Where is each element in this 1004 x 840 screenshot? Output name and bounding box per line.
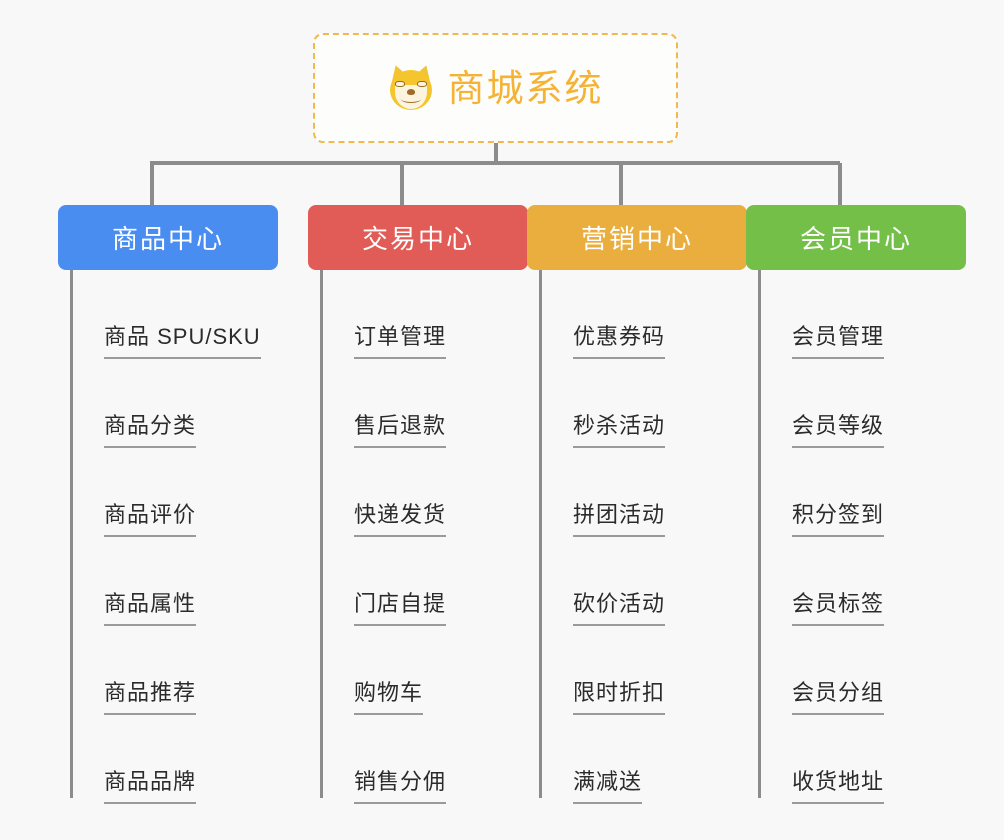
shiba-inu-dog-icon [386, 62, 435, 111]
connector-drop-2 [400, 163, 404, 205]
leaf-item[interactable]: 砍价活动 [539, 537, 747, 626]
leaf-list-1: 商品 SPU/SKU 商品分类 商品评价 商品属性 商品推荐 商品品牌 [70, 270, 278, 804]
leaf-label: 满减送 [573, 771, 643, 804]
leaf-label: 商品品牌 [104, 771, 197, 804]
leaf-item[interactable]: 购物车 [320, 626, 528, 715]
leaf-spine-3 [539, 270, 542, 798]
leaf-item[interactable]: 会员标签 [758, 537, 966, 626]
leaf-spine-4 [758, 270, 761, 798]
leaf-item[interactable]: 售后退款 [320, 359, 528, 448]
leaf-item[interactable]: 优惠券码 [539, 270, 747, 359]
leaf-label: 购物车 [354, 682, 424, 715]
leaf-item[interactable]: 秒杀活动 [539, 359, 747, 448]
leaf-item[interactable]: 商品评价 [70, 448, 278, 537]
leaf-list-3: 优惠券码 秒杀活动 拼团活动 砍价活动 限时折扣 满减送 [539, 270, 747, 804]
leaf-item[interactable]: 商品推荐 [70, 626, 278, 715]
root-title: 商城系统 [447, 67, 604, 109]
leaf-item[interactable]: 门店自提 [320, 537, 528, 626]
leaf-item[interactable]: 商品品牌 [70, 715, 278, 804]
leaf-label: 积分签到 [792, 504, 885, 537]
leaf-label: 商品属性 [104, 593, 197, 626]
leaf-label: 拼团活动 [573, 504, 666, 537]
root-node[interactable]: 商城系统 [313, 33, 678, 143]
category-box-4[interactable]: 会员中心 [746, 205, 966, 270]
leaf-item[interactable]: 满减送 [539, 715, 747, 804]
leaf-spine-1 [70, 270, 73, 798]
leaf-label: 会员管理 [792, 326, 885, 359]
leaf-label: 会员等级 [792, 415, 885, 448]
connector-drop-4 [838, 163, 842, 205]
leaf-label: 商品 SPU/SKU [104, 326, 261, 359]
leaf-label: 会员标签 [792, 593, 885, 626]
branch-column-3: 营销中心 优惠券码 秒杀活动 拼团活动 砍价活动 限时折扣 满减送 [527, 205, 747, 804]
leaf-item[interactable]: 会员分组 [758, 626, 966, 715]
leaf-item[interactable]: 积分签到 [758, 448, 966, 537]
category-label-2: 交易中心 [361, 224, 474, 254]
leaf-label: 快递发货 [354, 504, 447, 537]
leaf-label: 限时折扣 [573, 682, 666, 715]
leaf-list-4: 会员管理 会员等级 积分签到 会员标签 会员分组 收货地址 [758, 270, 966, 804]
leaf-item[interactable]: 订单管理 [320, 270, 528, 359]
leaf-label: 会员分组 [792, 682, 885, 715]
leaf-item[interactable]: 快递发货 [320, 448, 528, 537]
branch-column-4: 会员中心 会员管理 会员等级 积分签到 会员标签 会员分组 收货地址 [746, 205, 966, 804]
connector-horizontal-bus [150, 161, 840, 165]
leaf-label: 商品评价 [104, 504, 197, 537]
leaf-list-2: 订单管理 售后退款 快递发货 门店自提 购物车 销售分佣 [320, 270, 528, 804]
category-label-1: 商品中心 [111, 224, 224, 254]
leaf-label: 收货地址 [792, 771, 885, 804]
category-box-2[interactable]: 交易中心 [308, 205, 528, 270]
leaf-label: 商品分类 [104, 415, 197, 448]
leaf-item[interactable]: 拼团活动 [539, 448, 747, 537]
leaf-item[interactable]: 会员管理 [758, 270, 966, 359]
leaf-spine-2 [320, 270, 323, 798]
category-label-3: 营销中心 [580, 224, 693, 254]
leaf-item[interactable]: 收货地址 [758, 715, 966, 804]
leaf-label: 商品推荐 [104, 682, 197, 715]
leaf-item[interactable]: 会员等级 [758, 359, 966, 448]
leaf-label: 砍价活动 [573, 593, 666, 626]
leaf-label: 销售分佣 [354, 771, 447, 804]
category-box-3[interactable]: 营销中心 [527, 205, 747, 270]
leaf-label: 售后退款 [354, 415, 447, 448]
category-label-4: 会员中心 [799, 224, 912, 254]
leaf-label: 秒杀活动 [573, 415, 666, 448]
branch-column-2: 交易中心 订单管理 售后退款 快递发货 门店自提 购物车 销售分佣 [308, 205, 528, 804]
connector-drop-3 [619, 163, 623, 205]
connector-drop-1 [150, 163, 154, 205]
leaf-label: 门店自提 [354, 593, 447, 626]
branch-column-1: 商品中心 商品 SPU/SKU 商品分类 商品评价 商品属性 商品推荐 商品品牌 [58, 205, 278, 804]
leaf-item[interactable]: 商品 SPU/SKU [70, 270, 278, 359]
leaf-item[interactable]: 商品属性 [70, 537, 278, 626]
category-box-1[interactable]: 商品中心 [58, 205, 278, 270]
leaf-label: 优惠券码 [573, 326, 666, 359]
leaf-item[interactable]: 销售分佣 [320, 715, 528, 804]
connector-root-stem [494, 143, 498, 163]
leaf-item[interactable]: 限时折扣 [539, 626, 747, 715]
leaf-label: 订单管理 [354, 326, 447, 359]
leaf-item[interactable]: 商品分类 [70, 359, 278, 448]
